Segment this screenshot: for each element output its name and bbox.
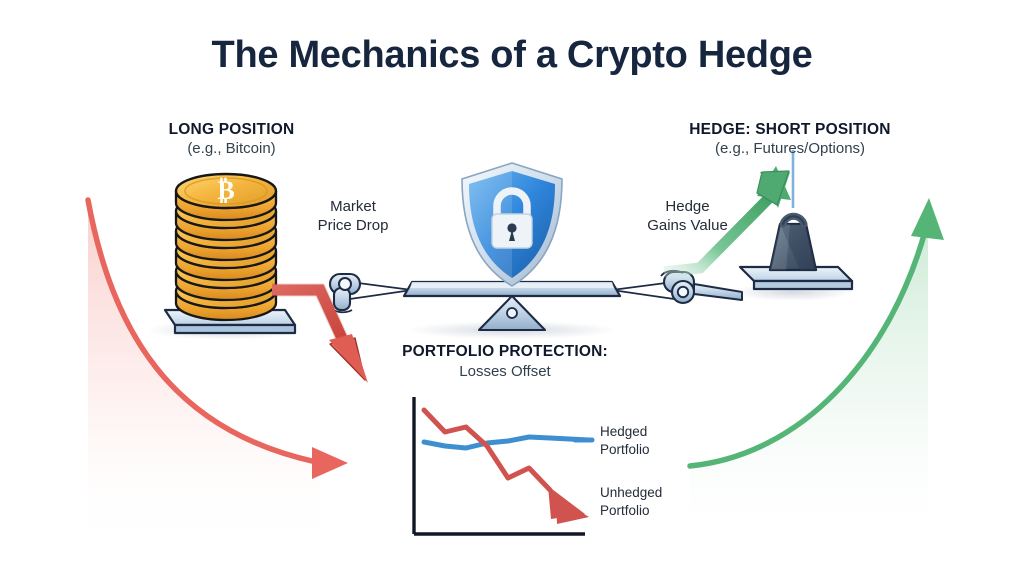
chart-line-hedged	[421, 434, 592, 451]
page-title: The Mechanics of a Crypto Hedge	[211, 34, 813, 76]
market-price-drop-line2: Price Drop	[317, 217, 389, 235]
green-up-arrow-icon	[663, 166, 791, 278]
red-down-arrow-icon	[272, 283, 368, 383]
long-position-sublabel: (e.g., Bitcoin)	[187, 140, 276, 157]
coin-disc-top: ₿	[174, 172, 278, 222]
short-position-heading: HEDGE: SHORT POSITION	[689, 121, 891, 138]
portfolio-protection-heading: PORTFOLIO PROTECTION:	[402, 343, 608, 360]
market-price-drop-label: Market Price Drop	[288, 197, 418, 235]
portfolio-protection-sublabel: Losses Offset	[459, 363, 551, 380]
hedge-gains-value-label: Hedge Gains Value	[620, 197, 755, 235]
balance-scale	[328, 269, 743, 339]
shield-lock-icon	[461, 162, 563, 287]
short-position-sublabel: (e.g., Futures/Options)	[714, 140, 866, 157]
padlock-icon	[491, 187, 533, 249]
market-price-drop-line1: Market	[330, 198, 376, 215]
scale-right-pivot	[660, 269, 743, 305]
weight-platform	[738, 265, 854, 291]
bitcoin-symbol-glyph: ₿	[217, 176, 234, 205]
right-rising-green-curve	[687, 198, 944, 545]
chart-line-unhedged	[421, 407, 589, 524]
scale-left-pivot	[328, 272, 362, 314]
left-declining-red-curve	[85, 197, 348, 545]
portfolio-comparison-chart	[412, 397, 595, 536]
scale-fulcrum	[477, 294, 547, 332]
scale-beam	[402, 280, 622, 298]
hanging-weight-icon	[733, 150, 854, 301]
hedge-gains-value-line1: Hedge	[665, 198, 710, 215]
hedge-gains-value-line2: Gains Value	[647, 217, 728, 235]
long-position-heading: LONG POSITION	[168, 121, 295, 138]
bitcoin-coin-stack-icon: ₿	[147, 172, 303, 340]
